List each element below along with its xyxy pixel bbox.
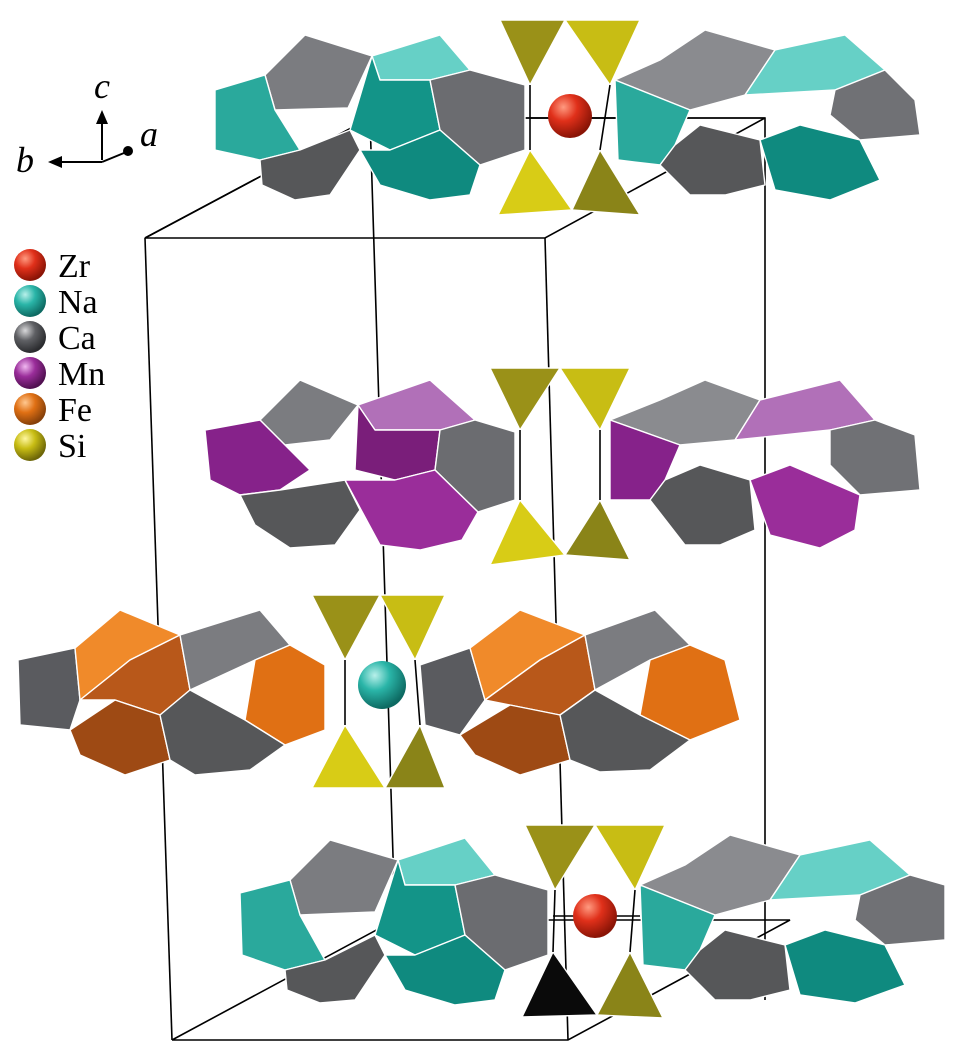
- legend-ca-swatch: [14, 321, 46, 353]
- si-si-bond: [414, 659, 421, 726]
- ca-octahedron: [159, 689, 286, 776]
- b-axis-arrowhead: [48, 156, 62, 168]
- fe-octahedron: [459, 704, 571, 776]
- legend-zr-label: Zr: [58, 248, 91, 285]
- na-atom: [358, 661, 406, 709]
- legend-mn-label: Mn: [58, 356, 105, 393]
- si-tetrahedron: [311, 724, 386, 789]
- legend-na-swatch: [14, 285, 46, 317]
- ca-octahedron: [684, 929, 791, 1001]
- mn-octahedron: [344, 469, 479, 551]
- ca-octahedron: [284, 934, 386, 1004]
- mn-octahedron: [749, 464, 861, 549]
- si-tetrahedron: [596, 951, 664, 1019]
- legend-si-label: Si: [58, 428, 86, 465]
- layer-mn-ca: [204, 367, 921, 566]
- si-tetrahedron: [559, 367, 631, 431]
- ca-octahedron: [659, 124, 766, 196]
- layer-fe-ca: [17, 594, 741, 789]
- ca-octahedron: [17, 647, 81, 731]
- a-axis-arrow: [101, 152, 125, 163]
- si-tetrahedron: [594, 824, 666, 891]
- na-octahedron: [759, 124, 881, 201]
- ca-octahedron: [649, 464, 756, 546]
- si-tetrahedron: [521, 951, 598, 1018]
- ca-octahedron: [419, 647, 486, 736]
- legend-zr-swatch: [14, 249, 46, 281]
- legend-na-label: Na: [58, 284, 98, 321]
- a-axis-arrowhead: [123, 146, 133, 156]
- si-tetrahedron: [489, 367, 561, 431]
- na-octahedron: [784, 929, 906, 1004]
- si-tetrahedron: [571, 149, 641, 216]
- legend-fe-label: Fe: [58, 392, 92, 429]
- si-tetrahedron: [311, 594, 381, 661]
- ca-octahedron: [854, 874, 946, 946]
- si-tetrahedron: [564, 19, 641, 86]
- legend-mn-swatch: [14, 357, 46, 389]
- si-tetrahedron: [524, 824, 596, 891]
- zr-atom: [548, 94, 592, 138]
- c-axis-label: c: [94, 66, 110, 106]
- ca-octahedron: [239, 479, 361, 549]
- legend-si-swatch: [14, 429, 46, 461]
- zr-atom: [573, 894, 617, 938]
- si-si-bond: [599, 84, 611, 151]
- si-tetrahedron: [384, 724, 446, 789]
- mn-octahedron: [204, 419, 311, 496]
- si-si-bond: [629, 889, 636, 953]
- a-axis-label: a: [140, 114, 158, 154]
- si-tetrahedron: [379, 594, 446, 661]
- legend: Zr Na Ca Mn Fe Si: [14, 248, 105, 465]
- layer-na-ca-top: [214, 19, 921, 216]
- layer-na-ca-bottom: [239, 824, 946, 1019]
- axes-indicator: c b a: [16, 66, 158, 180]
- ca-octahedron: [829, 419, 921, 496]
- ca-octahedron: [559, 689, 691, 773]
- si-si-bond: [552, 889, 556, 953]
- ca-octahedron: [829, 69, 921, 141]
- ca-octahedron: [289, 839, 399, 916]
- ca-octahedron: [259, 129, 361, 201]
- c-axis-arrowhead: [96, 110, 108, 124]
- legend-ca-label: Ca: [58, 320, 96, 357]
- si-tetrahedron: [564, 499, 631, 561]
- legend-fe-swatch: [14, 393, 46, 425]
- si-tetrahedron: [497, 149, 573, 216]
- na-octahedron: [359, 129, 481, 201]
- si-tetrahedron: [489, 499, 566, 566]
- b-axis-label: b: [16, 140, 34, 180]
- ca-octahedron: [264, 34, 373, 111]
- mn-octahedron: [357, 379, 476, 431]
- na-octahedron: [384, 934, 506, 1006]
- si-tetrahedron: [499, 19, 566, 86]
